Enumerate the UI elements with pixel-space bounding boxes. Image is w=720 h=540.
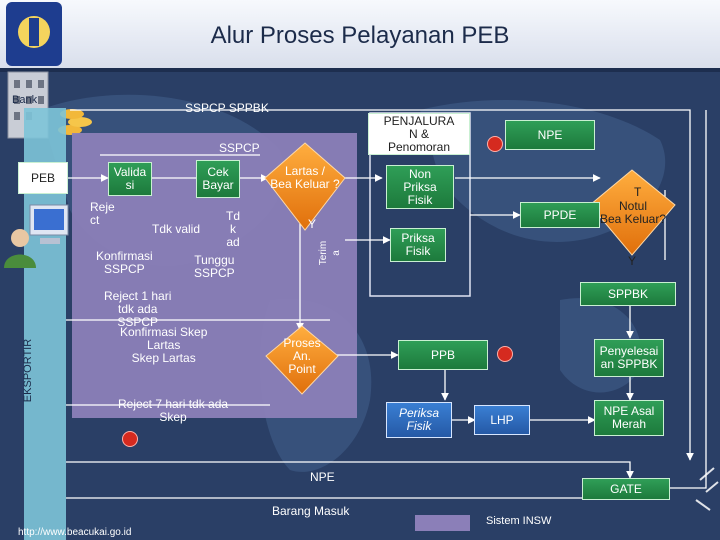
notul-t-label: T	[634, 185, 642, 199]
bank-label: Bank	[12, 94, 38, 106]
cek-bayar-box: Cek Bayar	[196, 160, 240, 198]
header-band	[0, 0, 720, 68]
eksportir-label: EKSPORTIR	[22, 338, 35, 403]
user-icon	[4, 229, 36, 268]
insw-legend-swatch	[415, 515, 470, 531]
tunggu-sspcp-label: Tunggu SSPCP	[194, 253, 235, 280]
priksa-fisik-box: Priksa Fisik	[390, 228, 446, 262]
penjaluran-box: PENJALURA N & Penomoran	[368, 113, 470, 155]
non-priksa-box: Non Priksa Fisik	[386, 165, 454, 209]
page-title: Alur Proses Pelayanan PEB	[210, 22, 510, 49]
npe-top-box: NPE	[505, 120, 595, 150]
red-dot-ppb	[497, 346, 513, 362]
gate-box: GATE	[582, 478, 670, 500]
url-footer: http://www.beacukai.go.id	[18, 527, 132, 538]
lhp-box: LHP	[474, 405, 530, 435]
y-left-label: Y	[308, 217, 317, 231]
ppb-box: PPB	[398, 340, 488, 370]
lartas-diamond	[264, 142, 346, 231]
konfirmasi-sspcp-label: Konfirmasi SSPCP	[96, 249, 153, 276]
periksa-fisik-box: Periksa Fisik	[386, 402, 452, 438]
penyelesaian-box: Penyelesai an SPPBK	[594, 339, 664, 377]
barang-masuk-label: Barang Masuk	[272, 504, 350, 518]
reject-1-hari-label: Reject 1 hari tdk ada SSPCP	[104, 289, 172, 329]
ppde-box: PPDE	[520, 202, 600, 228]
npe-bottom-label: NPE	[310, 470, 335, 484]
td-k-ad-label: Td k ad	[226, 209, 241, 249]
reject-7-hari-label: Reject 7 hari tdk ada Skep	[118, 397, 229, 424]
peb-box: PEB	[18, 162, 68, 194]
sppbk-box: SPPBK	[580, 282, 676, 306]
red-dot-reject	[122, 431, 138, 447]
terima-label: Terim a	[318, 240, 343, 266]
lartas-label: Lartas / Bea Keluar ?	[270, 164, 340, 191]
notul-diamond	[589, 169, 676, 256]
y-right-label: Y	[628, 254, 637, 268]
sspcp-sppbk-label: SSPCP SPPBK	[185, 101, 269, 115]
computer-icon	[29, 204, 69, 244]
red-dot-npe	[487, 136, 503, 152]
notul-label: Notul Bea Keluar?	[599, 199, 667, 226]
proses-label: Proses An. Point	[283, 336, 321, 376]
konfirmasi-skep-label: Konfirmasi Skep Lartas Skep Lartas	[120, 325, 208, 365]
validasi-box: Valida si	[108, 162, 152, 196]
sistem-insw-label: Sistem INSW	[486, 515, 552, 527]
proses-diamond	[265, 325, 339, 395]
beacukai-logo-icon	[6, 2, 62, 66]
sspcp-label: SSPCP	[219, 141, 260, 155]
npe-asal-merah-box: NPE Asal Merah	[594, 400, 664, 436]
tdk-valid-label: Tdk valid	[152, 222, 201, 236]
signal-icon	[695, 467, 719, 511]
reject-label: Reje ct	[90, 200, 115, 227]
